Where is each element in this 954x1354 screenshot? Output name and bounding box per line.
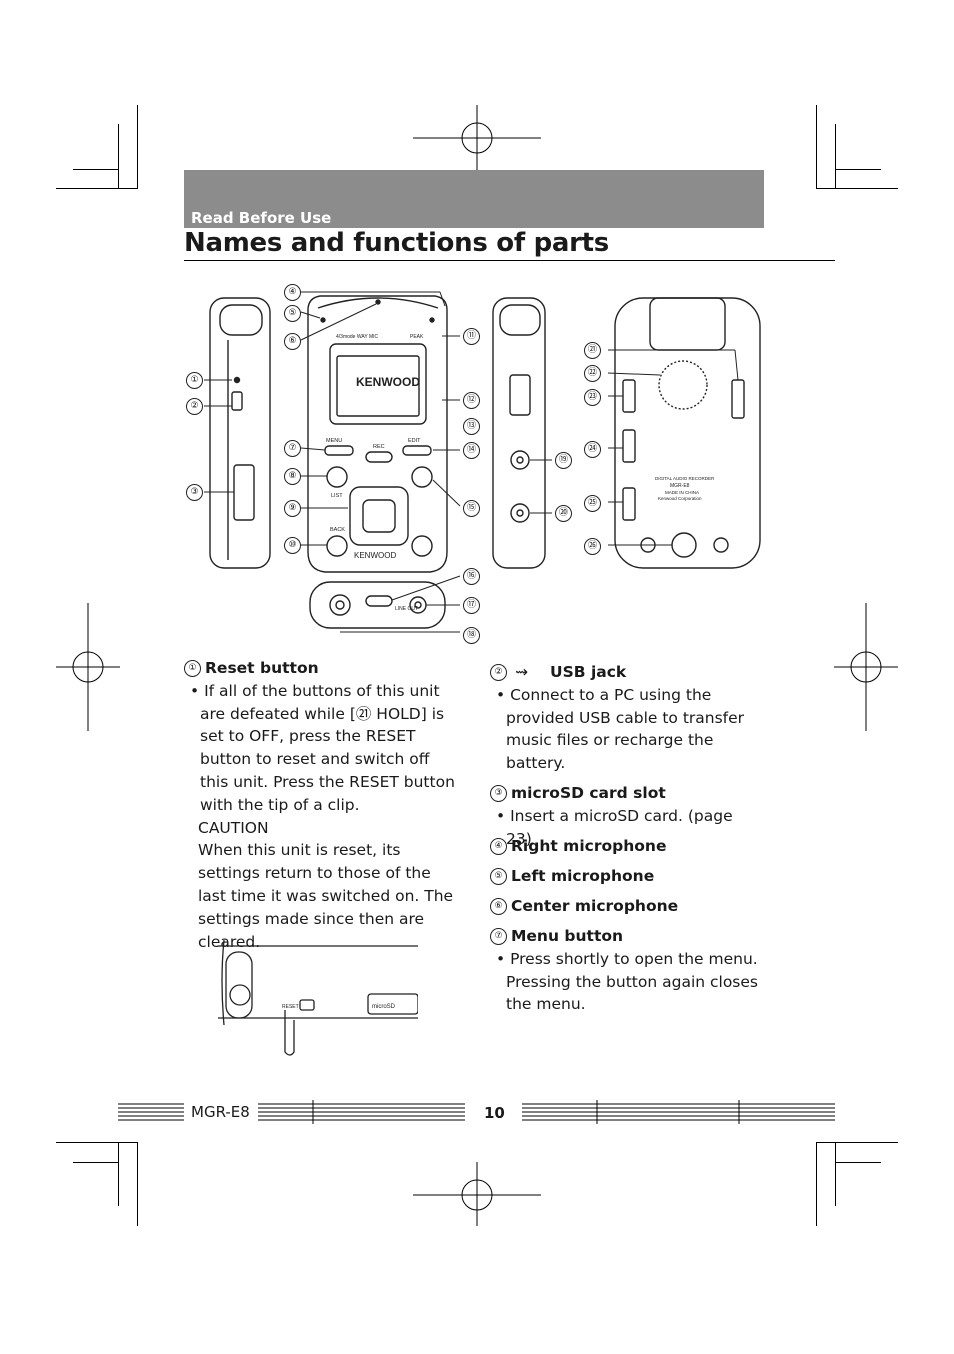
callout-3: ③ — [186, 484, 203, 501]
callout-22: ㉒ — [584, 365, 601, 382]
clip-reset-text: RESET — [282, 1004, 299, 1010]
item-left-microphone: ⑤ Left microphone — [490, 865, 760, 888]
callout-25: ㉕ — [584, 495, 601, 512]
side-view-right — [492, 297, 546, 569]
rec-text: REC — [373, 444, 385, 450]
front-view — [307, 295, 448, 573]
item-title: Left microphone — [511, 867, 655, 885]
peak-text: PEAK — [410, 334, 424, 340]
clip-microsd-text: microSD — [372, 1004, 396, 1010]
side-view-left — [209, 297, 271, 569]
item-bullet: • Insert a microSD card. (page 23) — [496, 806, 733, 848]
item-title: Right microphone — [511, 837, 667, 855]
item-title: Center microphone — [511, 897, 679, 915]
edit-text: EDIT — [408, 438, 421, 444]
brand-lower-text: KENWOOD — [354, 551, 396, 560]
callout-1: ① — [186, 372, 203, 389]
item-number: ⑥ — [490, 897, 507, 915]
callout-7: ⑦ — [284, 440, 301, 457]
item-number: ⑦ — [490, 927, 507, 945]
callout-21: ㉑ — [584, 342, 601, 359]
callout-19: ⑲ — [555, 452, 572, 469]
item-title: Reset button — [205, 659, 319, 677]
callout-18: ⑱ — [463, 627, 480, 644]
callout-20: ⑳ — [555, 505, 572, 522]
item-number: ⑤ — [490, 867, 507, 885]
callout-11: ⑪ — [463, 328, 480, 345]
product-text: DIGITAL AUDIO RECORDER — [655, 476, 715, 481]
made-in-text: MADE IN CHINA — [665, 490, 699, 495]
callout-23: ㉓ — [584, 389, 601, 406]
page-number: 10 — [484, 1104, 505, 1122]
item-microsd-slot: ③ microSD card slot • Insert a microSD c… — [490, 782, 760, 850]
page-title: Names and functions of parts — [184, 228, 609, 258]
callout-13: ⑬ — [463, 418, 480, 435]
reset-clip-illustration: microSD RESET — [218, 940, 418, 1056]
caution-text: When this unit is reset, its settings re… — [198, 841, 454, 951]
company-text: Kenwood Corporation — [658, 496, 702, 501]
callout-6: ⑥ — [284, 333, 301, 350]
line-out-text: LINE OUT — [395, 606, 418, 612]
callout-16: ⑯ — [463, 568, 480, 585]
item-bullet: • Press shortly to open the menu. Pressi… — [496, 949, 758, 1014]
back-text: BACK — [330, 527, 345, 533]
callout-8: ⑧ — [284, 468, 301, 485]
item-menu-button: ⑦ Menu button • Press shortly to open th… — [490, 925, 760, 1016]
menu-text: MENU — [326, 438, 342, 444]
callout-12: ⑫ — [463, 392, 480, 409]
callout-17: ⑰ — [463, 597, 480, 614]
section-label: Read Before Use — [191, 209, 332, 227]
item-number: ④ — [490, 837, 507, 855]
section-header-bar — [184, 170, 764, 228]
item-number: ① — [184, 659, 201, 677]
callout-10: ⑩ — [284, 537, 301, 554]
callout-14: ⑭ — [463, 442, 480, 459]
callout-5: ⑤ — [284, 305, 301, 322]
callout-15: ⑮ — [463, 500, 480, 517]
callout-9: ⑨ — [284, 500, 301, 517]
caution-title: CAUTION — [198, 818, 269, 837]
back-view — [614, 297, 761, 569]
list-text: LIST — [331, 493, 343, 499]
model-plate-text: MGR-E8 — [670, 483, 690, 489]
usb-icon: ⇝ — [515, 663, 528, 681]
item-usb-jack: ② ⇝ USB jack • Connect to a PC using the… — [490, 661, 760, 775]
item-number: ③ — [490, 784, 507, 802]
footer-model: MGR-E8 — [191, 1103, 250, 1121]
item-title: USB jack — [550, 663, 627, 681]
mic-mode-text: 4/3mode WAY MIC — [336, 334, 379, 340]
item-reset-button: ① Reset button • If all of the buttons o… — [184, 657, 459, 953]
item-title: Menu button — [511, 927, 624, 945]
title-rule — [184, 260, 835, 261]
callout-4: ④ — [284, 284, 301, 301]
item-bullet: • If all of the buttons of this unit are… — [190, 681, 455, 814]
callout-24: ㉔ — [584, 441, 601, 458]
item-center-microphone: ⑥ Center microphone — [490, 895, 760, 918]
item-bullet: • Connect to a PC using the provided USB… — [496, 685, 745, 773]
item-title: microSD card slot — [511, 784, 666, 802]
callout-26: ㉖ — [584, 538, 601, 555]
brand-text: KENWOOD — [356, 375, 420, 389]
device-illustration: KENWOOD MENU REC EDIT LIST BACK KENWOOD … — [204, 291, 761, 633]
item-right-microphone: ④ Right microphone — [490, 835, 760, 858]
item-number: ② — [490, 663, 507, 681]
footer-rules — [118, 1100, 835, 1124]
callout-2: ② — [186, 398, 203, 415]
